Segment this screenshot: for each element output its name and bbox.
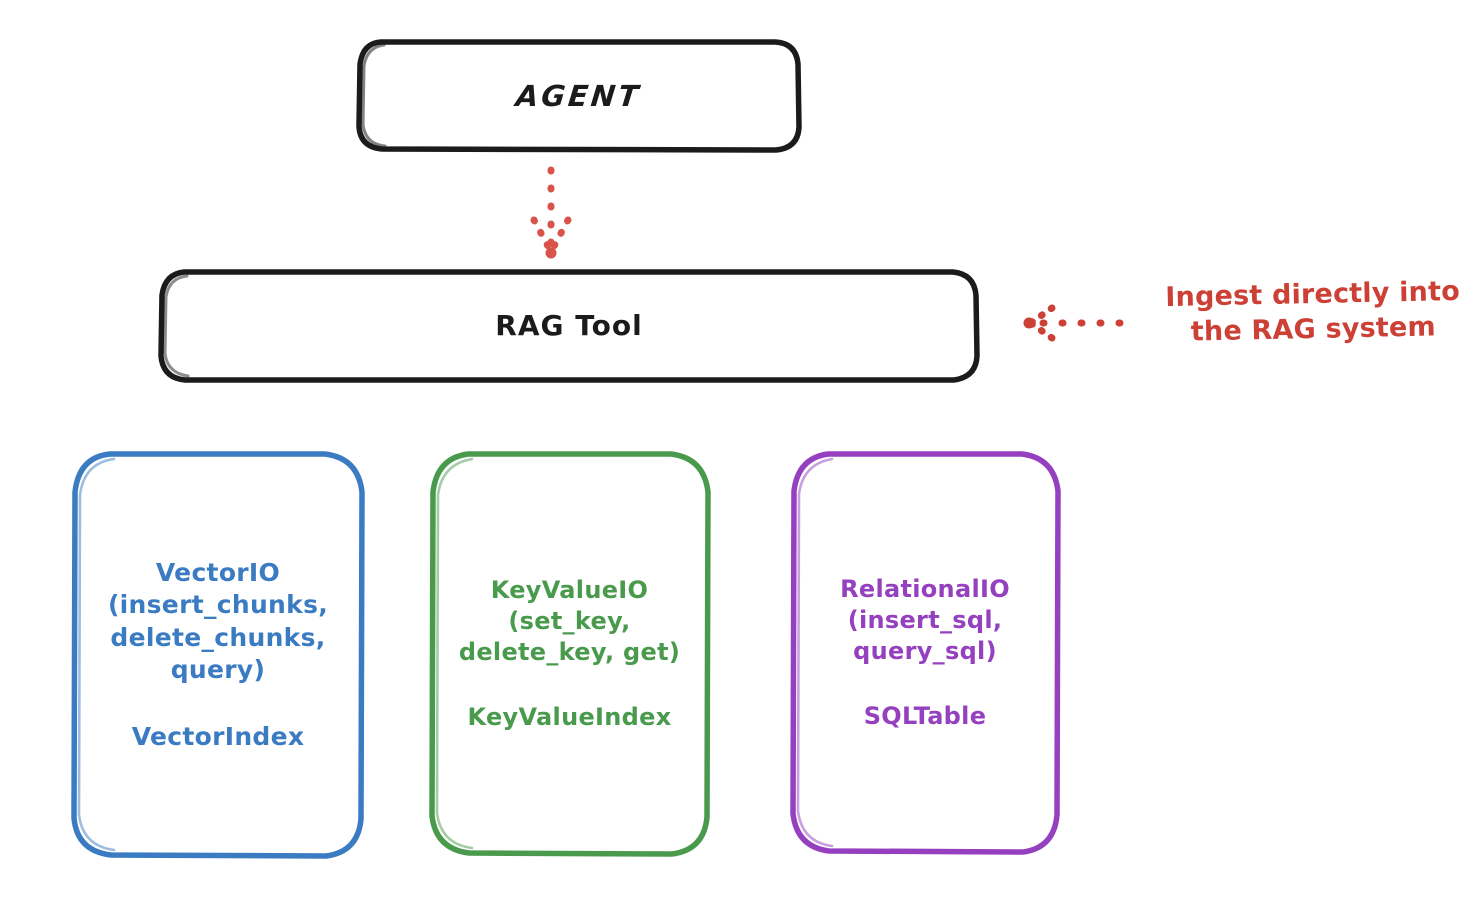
relational-spacer [793, 667, 1057, 701]
node-rag-tool-label-wrap: RAG Tool [157, 309, 981, 342]
annotation-ingest-note: Ingest directly into the RAG system [1147, 275, 1478, 351]
node-agent[interactable]: AGENT [355, 38, 803, 153]
node-relational-io[interactable]: RelationalIO (insert_sql, query_sql) SQL… [789, 450, 1061, 856]
vector-api-line-1: (insert_chunks, [107, 590, 329, 620]
vector-api-line-0: VectorIO [155, 557, 281, 587]
node-key-value-io-text: KeyValueIO (set_key, delete_key, get) Ke… [428, 575, 711, 734]
keyvalue-index-label: KeyValueIndex [467, 703, 672, 732]
vector-spacer [74, 687, 362, 721]
keyvalue-spacer [432, 668, 707, 702]
node-rag-tool-label: RAG Tool [495, 309, 643, 342]
relational-index-label: SQLTable [863, 702, 987, 731]
relational-api-line-0: RelationalIO [840, 574, 1010, 603]
connector-agent-to-rag-tool [530, 166, 572, 259]
vector-api-line-2: delete_chunks, [110, 622, 326, 652]
node-key-value-io[interactable]: KeyValueIO (set_key, delete_key, get) Ke… [428, 450, 711, 858]
node-vector-io[interactable]: VectorIO (insert_chunks, delete_chunks, … [70, 450, 366, 860]
node-vector-io-text: VectorIO (insert_chunks, delete_chunks, … [70, 557, 366, 754]
keyvalue-api-line-1: (set_key, [508, 606, 631, 635]
vector-index-label: VectorIndex [131, 721, 305, 751]
keyvalue-api-line-2: delete_key, get) [458, 638, 681, 666]
vector-api-line-3: query) [170, 655, 266, 685]
relational-api-line-2: query_sql) [853, 637, 997, 665]
node-agent-label: AGENT [514, 78, 644, 113]
annotation-line-1: the RAG system [1190, 310, 1437, 348]
keyvalue-api-line-0: KeyValueIO [490, 575, 649, 604]
relational-api-line-1: (insert_sql, [847, 605, 1003, 634]
node-rag-tool[interactable]: RAG Tool [157, 268, 981, 383]
node-agent-label-wrap: AGENT [355, 79, 803, 113]
connector-note-to-rag-tool [1023, 304, 1124, 342]
node-relational-io-text: RelationalIO (insert_sql, query_sql) SQL… [789, 574, 1061, 733]
